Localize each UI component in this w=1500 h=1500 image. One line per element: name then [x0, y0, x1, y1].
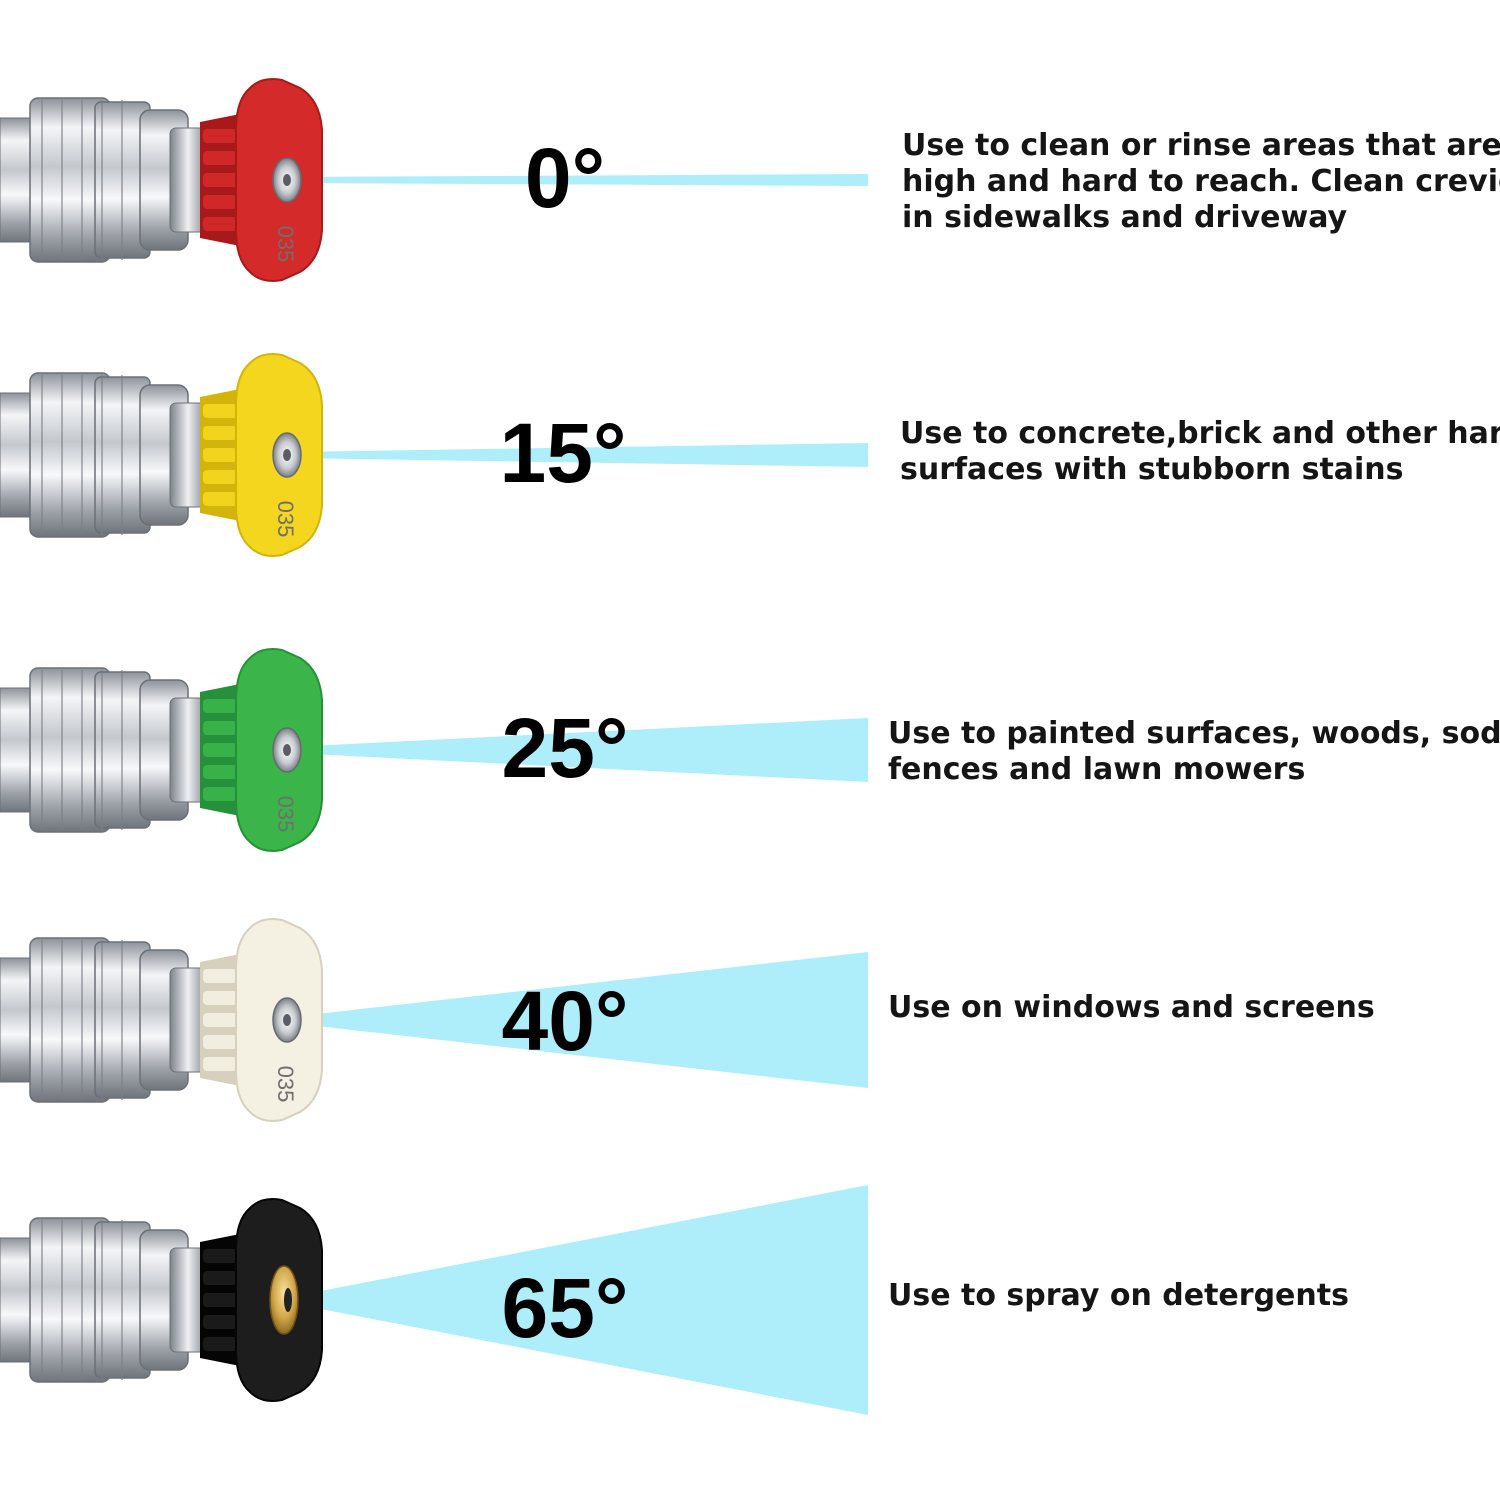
quick-connect-fitting	[0, 667, 207, 833]
spray-cone	[290, 174, 868, 186]
nozzle-row: 035 40°	[0, 918, 868, 1122]
nozzle-size-code: 035	[273, 226, 298, 263]
nozzle-tip: 035	[200, 353, 323, 557]
description-line: Use on windows and screens	[888, 990, 1375, 1025]
spray-angle-label: 40°	[501, 974, 628, 1068]
description-line: Use to spray on detergents	[888, 1278, 1349, 1313]
spray-cone	[290, 718, 868, 782]
spray-angle-label: 65°	[501, 1261, 628, 1355]
description-line: Use to concrete,brick and other hard	[900, 416, 1500, 451]
usage-description: Use to spray on detergents	[888, 1278, 1349, 1314]
nozzle-row: 65°	[0, 1185, 868, 1415]
spray-angle-label: 0°	[525, 131, 605, 225]
spray-cone	[290, 1185, 868, 1415]
usage-description: Use on windows and screens	[888, 990, 1375, 1026]
nozzle-row: 035 15°	[0, 353, 868, 557]
quick-connect-fitting	[0, 1217, 207, 1383]
description-line: high and hard to reach. Clean crevices	[902, 164, 1500, 199]
nozzle-row: 035 25°	[0, 648, 868, 852]
spray-angle-label: 25°	[501, 701, 628, 795]
nozzle-tip: 035	[200, 918, 323, 1122]
description-line: Use to clean or rinse areas that are	[902, 128, 1500, 163]
description-line: Use to painted surfaces, woods, soding,	[888, 716, 1500, 751]
description-line: fences and lawn mowers	[888, 752, 1306, 787]
spray-cone	[290, 952, 868, 1088]
nozzle-size-code: 035	[273, 1066, 298, 1103]
nozzle-tip: 035	[200, 648, 323, 852]
description-line: surfaces with stubborn stains	[900, 452, 1404, 487]
nozzle-size-code: 035	[273, 501, 298, 538]
nozzle-row: 035 0°	[0, 78, 868, 282]
spray-angle-label: 15°	[499, 406, 626, 500]
nozzle-size-code: 035	[273, 796, 298, 833]
spray-cone	[290, 443, 868, 467]
quick-connect-fitting	[0, 97, 207, 263]
quick-connect-fitting	[0, 937, 207, 1103]
nozzle-tip	[200, 1198, 323, 1402]
nozzle-tip: 035	[200, 78, 323, 282]
quick-connect-fitting	[0, 372, 207, 538]
description-line: in sidewalks and driveway	[902, 200, 1348, 235]
usage-description: Use to painted surfaces, woods, soding,f…	[888, 716, 1500, 788]
